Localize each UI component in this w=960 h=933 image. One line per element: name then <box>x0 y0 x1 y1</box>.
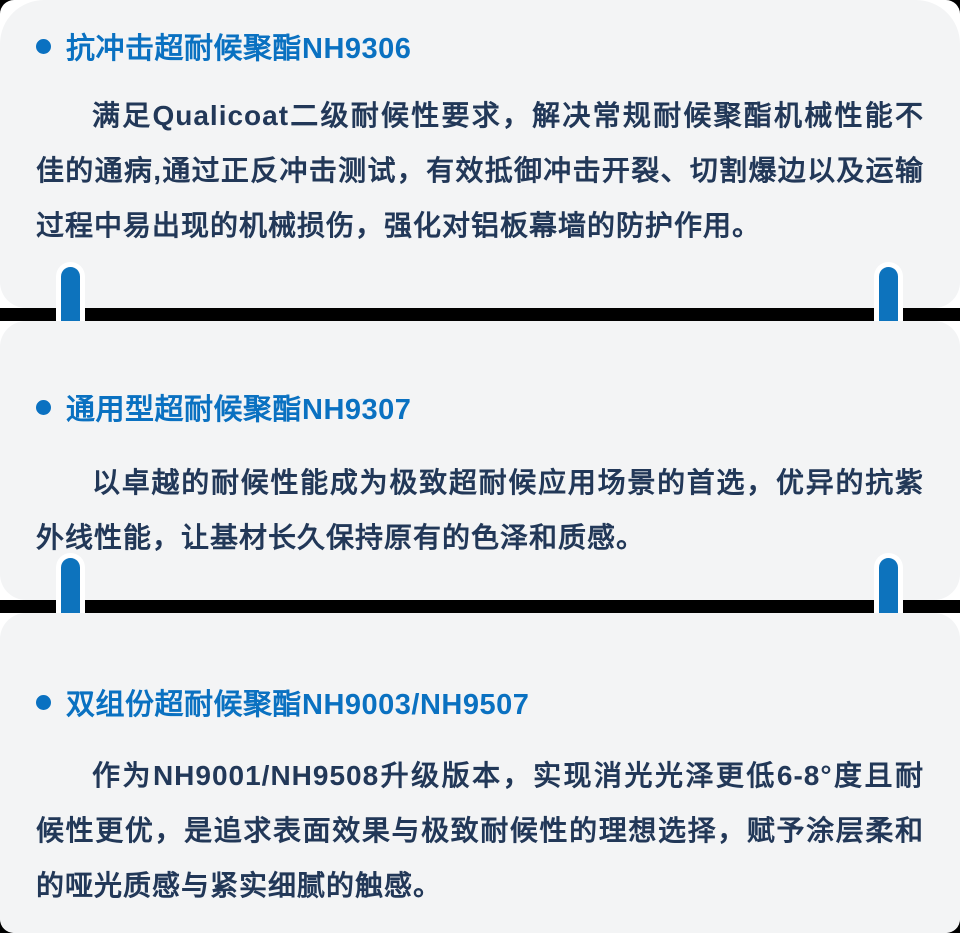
section-heading: 通用型超耐候聚酯NH9307 <box>0 387 960 427</box>
product-description: 以卓越的耐候性能成为极致超耐候应用场景的首选，优异的抗紫外线性能，让基材长久保持… <box>36 467 924 553</box>
product-title: 双组份超耐候聚酯NH9003/NH9507 <box>66 689 530 721</box>
product-description: 作为NH9001/NH9508升级版本，实现消光光泽更低6-8°度且耐候性更优，… <box>36 760 924 901</box>
product-card-nh9307: 通用型超耐候聚酯NH9307 以卓越的耐候性能成为极致超耐候应用场景的首选，优异… <box>0 321 960 600</box>
product-card-nh9306: 抗冲击超耐候聚酯NH9306 满足Qualicoat二级耐候性要求，解决常规耐候… <box>0 0 960 308</box>
bullet-icon <box>36 38 51 54</box>
product-card-nh9003-nh9507: 双组份超耐候聚酯NH9003/NH9507 作为NH9001/NH9508升级版… <box>0 613 960 933</box>
bullet-icon <box>36 399 51 415</box>
section-divider <box>0 600 960 613</box>
product-description: 满足Qualicoat二级耐候性要求，解决常规耐候聚酯机械性能不佳的通病,通过正… <box>36 100 924 241</box>
bullet-icon <box>36 694 51 710</box>
product-title: 抗冲击超耐候聚酯NH9306 <box>66 33 412 65</box>
section-divider <box>0 308 960 321</box>
section-heading: 抗冲击超耐候聚酯NH9306 <box>0 26 960 66</box>
section-heading: 双组份超耐候聚酯NH9003/NH9507 <box>0 682 960 722</box>
product-title: 通用型超耐候聚酯NH9307 <box>66 394 412 426</box>
